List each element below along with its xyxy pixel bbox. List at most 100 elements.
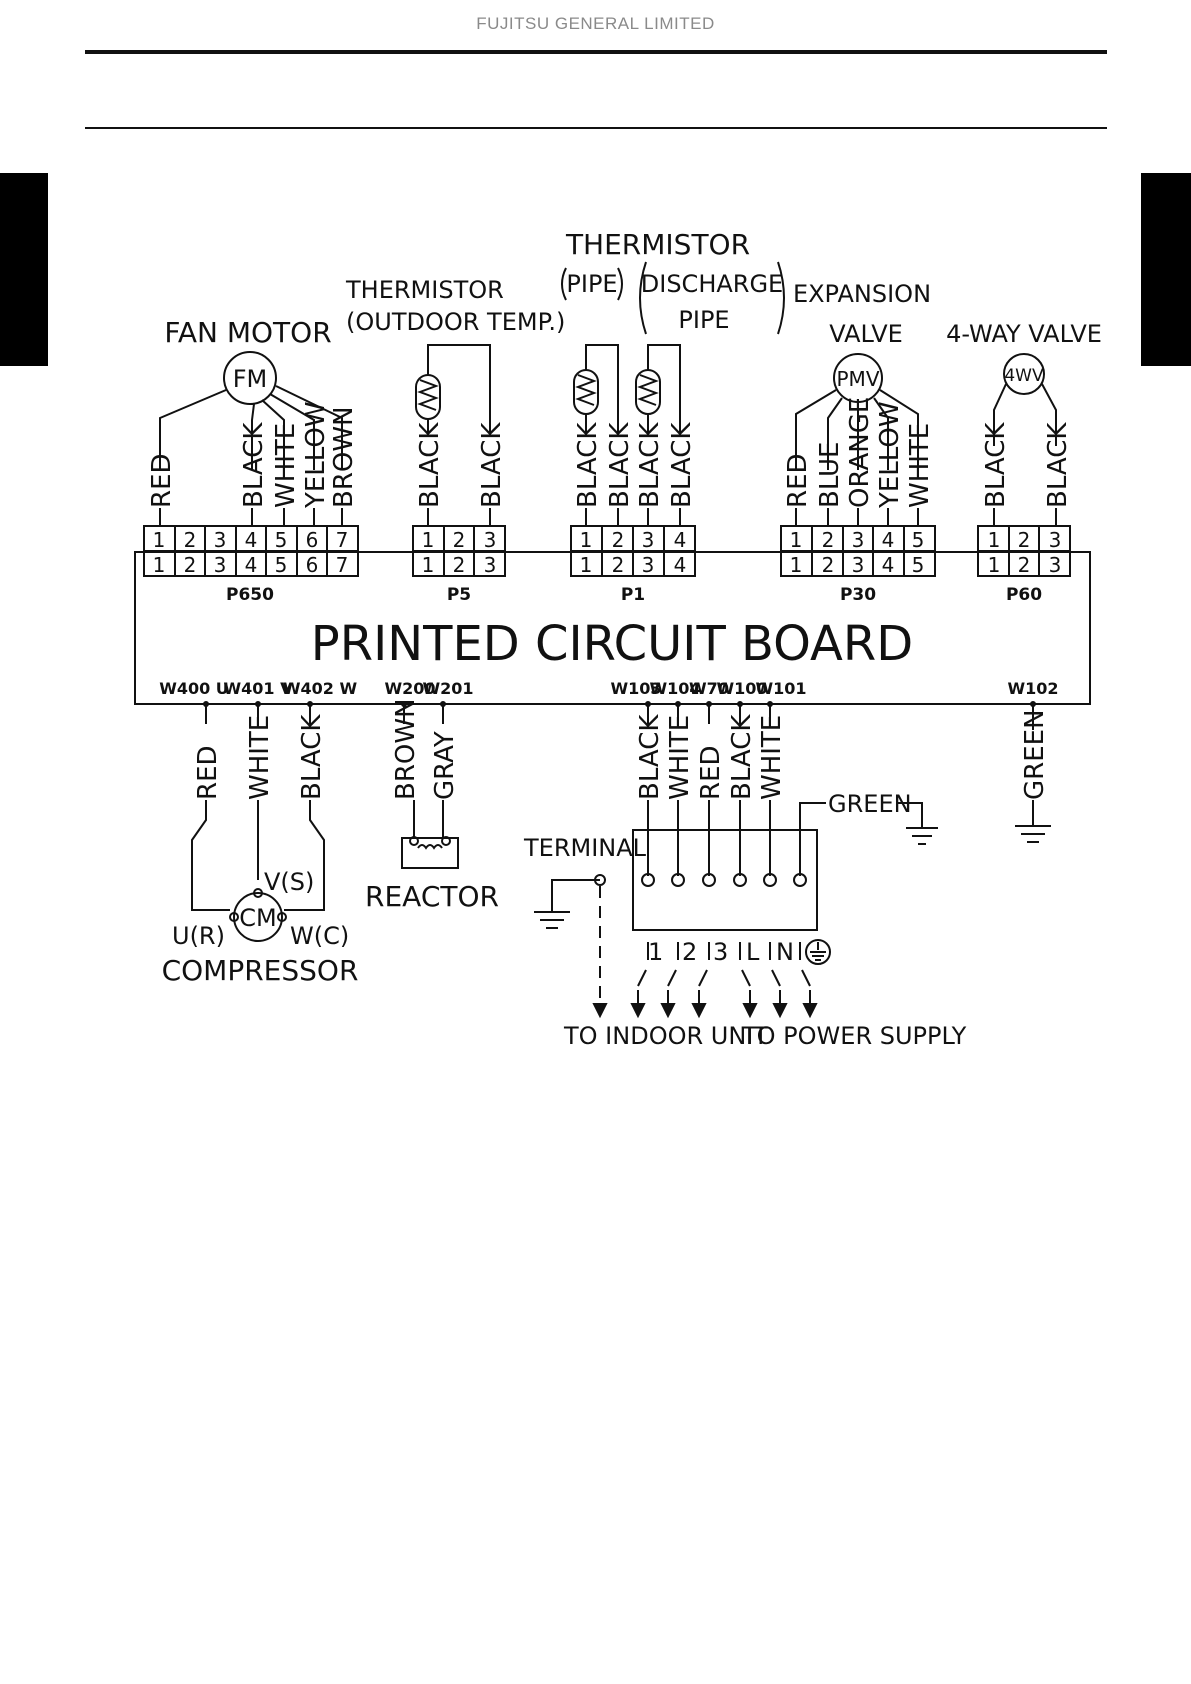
p650-pin: 3 [214,528,227,552]
p30-wire-blue: BLUE [815,442,845,509]
thermistor-outdoor-subtitle: (OUTDOOR TEMP.) [346,308,565,336]
p60-pin: 3 [1049,553,1062,577]
p5-pin: 3 [484,553,497,577]
terminal-w104: W104 [649,679,700,698]
thermistor-outdoor-icon [415,374,441,420]
p60-pin: 3 [1049,528,1062,552]
terminal-wire-white-1: WHITE [665,715,695,800]
terminal-w70: W70 [689,679,729,698]
p30-wire-white: WHITE [905,423,935,508]
left-edge-tab [0,173,48,366]
compressor-wire-red: RED [193,745,223,800]
fan-wire-red: RED [147,453,177,508]
four-way-valve-symbol: 4WV [1004,366,1044,386]
pcb-bottom-terminals: W400 U W401 V W402 W W200 W201 W103 W104… [159,679,1059,707]
terminal-w100: W100 [716,679,767,698]
thermistor-pipe-sub: PIPE [566,270,617,298]
section-rule [85,127,1107,129]
p650-pin: 1 [153,528,166,552]
reactor-group: BROWN GRAY REACTOR [365,698,499,913]
thermistor-pipe-group: THERMISTOR PIPE DISCHARGE PIPE BLACK BLA… [561,228,785,605]
compressor-group: RED WHITE BLACK CM V(S) U(R) W(C) COMPRE… [162,704,358,987]
p650-pin: 7 [336,553,349,577]
terminal-label-l: L [746,938,760,966]
reactor-wire-brown: BROWN [391,698,421,800]
expansion-valve-title: EXPANSION [793,280,931,308]
p5-pin: 1 [422,528,435,552]
fan-motor-group: FAN MOTOR FM RED BLACK WHITE YELLOW BROW… [143,316,359,605]
p30-pin: 4 [882,528,895,552]
p650-pin: 2 [184,528,197,552]
p30-pin: 2 [822,553,835,577]
expansion-valve-group: EXPANSION VALVE PMV RED BLUE ORANGE YELL… [780,280,936,605]
terminal-block [632,829,818,931]
reactor-title: REACTOR [365,880,499,913]
p60-pin: 2 [1018,528,1031,552]
p1-pin: 2 [612,528,625,552]
p30-pin: 3 [852,528,865,552]
expansion-valve-symbol: PMV [837,367,880,391]
connector-label-p30: P30 [840,585,876,605]
p30-wire-orange: ORANGE [845,397,875,508]
compressor-wire-white: WHITE [245,715,275,800]
connector-label-p60: P60 [1006,585,1042,605]
header-rule [85,50,1107,54]
thermistor-discharge-sub: DISCHARGE [641,270,783,298]
p30-pin: 1 [790,528,803,552]
p650-pin: 6 [306,528,319,552]
p650-pin: 4 [245,528,258,552]
fan-motor-title: FAN MOTOR [164,316,331,349]
p60-pin: 1 [988,528,1001,552]
ground-w102-group: GREEN [1015,704,1051,843]
p60-wire-black-2: BLACK [1043,422,1073,508]
compressor-icon [233,892,283,942]
connector-label-p1: P1 [621,585,645,605]
p5-pin: 2 [453,528,466,552]
p1-wire-black-1: BLACK [573,422,603,508]
compressor-v-label: V(S) [264,868,314,896]
terminal-num-3: 3 [713,938,728,966]
connector-label-p650: P650 [226,585,274,605]
thermistor-pipe-title: THERMISTOR [565,228,750,261]
p1-pin: 1 [580,528,593,552]
right-edge-tab [1141,173,1191,366]
terminal-wire-red: RED [696,745,726,800]
fan-wire-white: WHITE [271,423,301,508]
fan-motor-icon [223,351,277,405]
reactor-wire-gray: GRAY [430,731,460,800]
p1-pin: 1 [580,553,593,577]
fan-wire-black: BLACK [239,422,269,508]
connector-label-p5: P5 [447,585,471,605]
p1-pin: 2 [612,553,625,577]
terminal-title: TERMINAL [523,834,647,862]
p60-pin: 1 [988,553,1001,577]
reactor-icon [401,837,459,869]
thermistor-pipe-icon [573,369,599,415]
p1-pin: 4 [674,553,687,577]
p5-wire-black-1: BLACK [415,422,445,508]
p650-pin: 5 [275,553,288,577]
p1-pin: 4 [674,528,687,552]
terminal-num-2: 2 [682,938,697,966]
p650-pin: 6 [306,553,319,577]
fan-motor-symbol: FM [233,365,268,393]
p1-pin: 3 [642,528,655,552]
p30-pin: 3 [852,553,865,577]
compressor-symbol: CM [239,904,276,932]
p30-wire-red: RED [783,453,813,508]
expansion-valve-title2: VALVE [829,320,903,348]
four-way-valve-group: 4-WAY VALVE 4WV BLACK BLACK 1 2 3 1 2 3 … [946,320,1102,605]
thermistor-outdoor-group: THERMISTOR (OUTDOOR TEMP.) BLACK BLACK 1… [345,276,565,605]
compressor-wire-black: BLACK [297,714,327,800]
p650-pin: 2 [184,553,197,577]
compressor-u-label: U(R) [172,922,225,950]
p1-wire-black-4: BLACK [667,422,697,508]
terminal-wire-black-1: BLACK [635,714,665,800]
pcb-label: PRINTED CIRCUIT BOARD [311,616,913,672]
p5-pin: 2 [453,553,466,577]
terminal-w401: W401 V [224,679,294,698]
p1-wire-black-3: BLACK [635,422,665,508]
p30-pin: 1 [790,553,803,577]
thermistor-discharge-icon [635,369,661,415]
